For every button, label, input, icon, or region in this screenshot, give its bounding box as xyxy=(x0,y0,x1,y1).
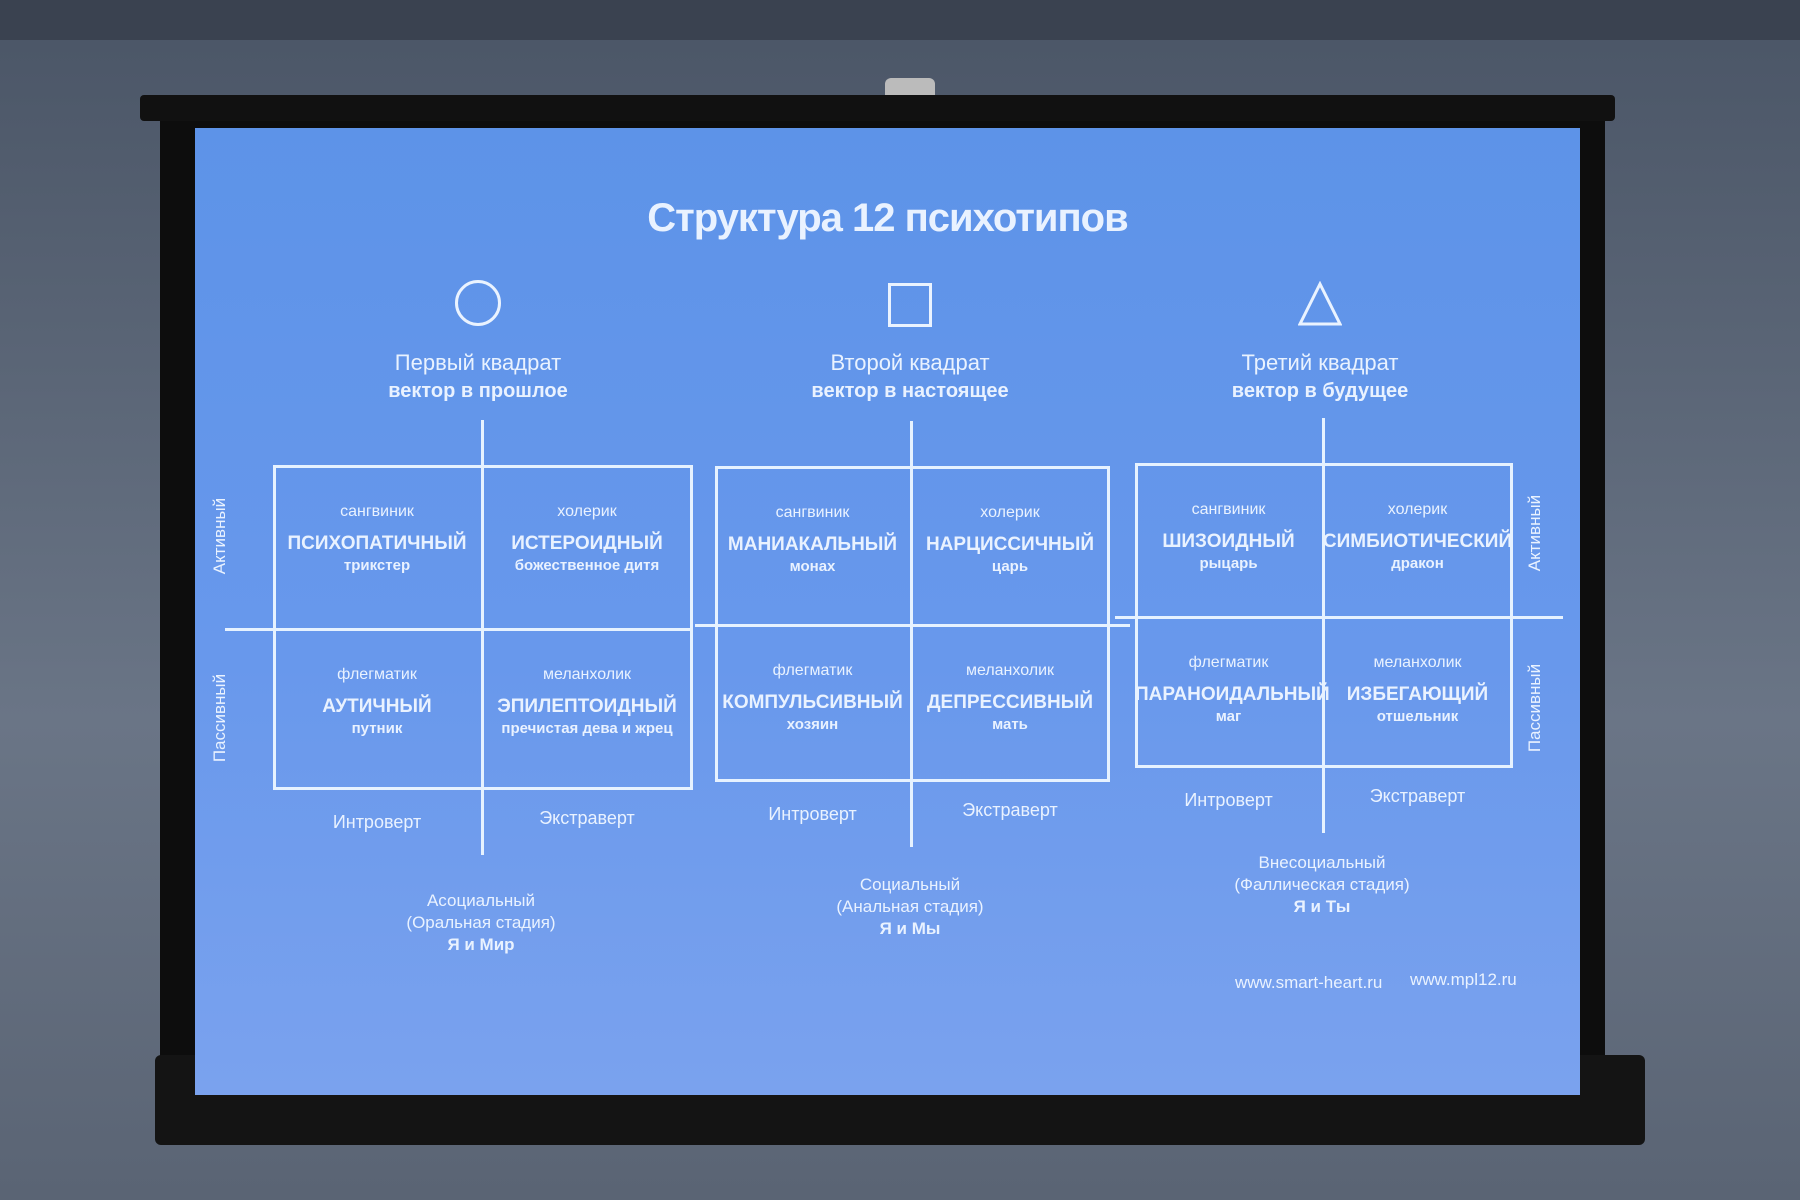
introvert-label: Интроверт xyxy=(1184,790,1273,810)
cell-temperament: сангвиник xyxy=(775,504,850,521)
active-label-left: Активный xyxy=(210,497,229,575)
cell-temperament: холерик xyxy=(1387,501,1448,518)
cell-role: отшельник xyxy=(1376,707,1459,725)
cell-type: ЭПИЛЕПТОИДНЫЙ xyxy=(497,695,677,717)
ceiling xyxy=(0,0,1800,40)
quadrant-vector: вектор в будущее xyxy=(1231,380,1409,402)
cell-temperament: меланхолик xyxy=(1373,653,1462,671)
vertical-axis-line xyxy=(1322,418,1325,833)
cell-temperament: флегматик xyxy=(772,662,853,679)
social-relation: Я и Ты xyxy=(1293,897,1351,916)
cell-temperament: меланхолик xyxy=(542,665,632,683)
cell-role: божественное дитя xyxy=(514,557,660,574)
cell-temperament: флегматик xyxy=(1188,653,1269,671)
social-group: Асоциальный (Оральная стадия) Я и Мир xyxy=(331,890,631,956)
circle-icon xyxy=(455,280,501,326)
cell-type: МАНИАКАЛЬНЫЙ xyxy=(727,534,898,555)
introvert-label: Интроверт xyxy=(332,812,422,832)
cell-type: ПСИХОПАТИЧНЫЙ xyxy=(287,533,467,554)
cell-role: трикстер xyxy=(343,557,411,574)
quadrant-vector: вектор в настоящее xyxy=(811,380,1009,402)
cell-temperament: сангвиник xyxy=(1191,501,1266,518)
passive-label-left: Пассивный xyxy=(210,673,229,763)
vertical-axis-line xyxy=(481,420,484,855)
active-label-right: Активный xyxy=(1525,494,1544,572)
cell-type: ШИЗОИДНЫЙ xyxy=(1162,531,1295,552)
social-stage: (Анальная стадия) xyxy=(836,897,984,916)
cell-type: ИСТЕРОИДНЫЙ xyxy=(511,533,663,554)
introvert-label: Интроверт xyxy=(768,804,857,824)
cell-type: ПАРАНОИДАЛЬНЫЙ xyxy=(1135,683,1330,705)
cell-role: монах xyxy=(789,558,836,575)
social-relation: Я и Мир xyxy=(447,935,515,954)
extravert-label: Экстраверт xyxy=(539,808,635,828)
social-group: Внесоциальный (Фаллическая стадия) Я и Ты xyxy=(1172,852,1472,918)
horizontal-axis-line xyxy=(1115,615,1563,619)
vertical-axis-line xyxy=(910,421,913,847)
slide: Структура 12 психотипов Первый квадрат ве… xyxy=(195,128,1580,1095)
cell-type: АУТИЧНЫЙ xyxy=(322,695,432,717)
link-smart-heart: www.smart-heart.ru xyxy=(1235,973,1383,992)
cell-role: маг xyxy=(1215,707,1242,725)
horizontal-axis-line xyxy=(695,624,1130,627)
triangle-icon xyxy=(1298,281,1342,326)
screen-housing-top xyxy=(140,95,1615,121)
extravert-label: Экстраверт xyxy=(1369,786,1466,806)
cell-role: мать xyxy=(992,716,1028,733)
social-social: Внесоциальный xyxy=(1258,853,1386,872)
cell-type: СИМБИОТИЧЕСКИЙ xyxy=(1322,531,1513,552)
cell-temperament: холерик xyxy=(557,503,617,520)
social-group: Социальный (Анальная стадия) Я и Мы xyxy=(760,874,1060,940)
slide-title: Структура 12 психотипов xyxy=(647,196,1128,240)
quadrant-name: Третий квадрат xyxy=(1241,350,1399,375)
social-social: Социальный xyxy=(859,875,961,894)
cell-type: ДЕПРЕССИВНЫЙ xyxy=(926,692,1093,713)
cell-role: пречистая дева и жрец xyxy=(501,719,673,737)
cell-temperament: холерик xyxy=(980,504,1040,521)
quadrant-name: Первый квадрат xyxy=(394,350,562,375)
cell-type: ИЗБЕГАЮЩИЙ xyxy=(1346,683,1489,705)
extravert-label: Экстраверт xyxy=(962,800,1058,820)
cell-temperament: сангвиник xyxy=(340,503,414,520)
social-social: Асоциальный xyxy=(426,891,536,910)
horizontal-axis-line xyxy=(225,627,693,631)
quadrant-vector: вектор в прошлое xyxy=(388,380,568,402)
cell-role: путник xyxy=(351,719,403,737)
link-mpl12: www.mpl12.ru xyxy=(1410,970,1517,989)
cell-type: НАРЦИССИЧНЫЙ xyxy=(925,534,1095,555)
cell-role: царь xyxy=(991,558,1029,575)
social-stage: (Фаллическая стадия) xyxy=(1234,875,1410,894)
quadrant-name: Второй квадрат xyxy=(830,350,990,375)
cell-role: дракон xyxy=(1391,555,1444,572)
social-stage: (Оральная стадия) xyxy=(406,913,556,932)
cell-role: хозяин xyxy=(786,716,839,733)
cell-temperament: меланхолик xyxy=(965,662,1055,679)
cell-temperament: флегматик xyxy=(337,665,417,683)
cell-role: рыцарь xyxy=(1199,555,1258,572)
passive-label-right: Пассивный xyxy=(1525,663,1544,753)
cell-type: КОМПУЛЬСИВНЫЙ xyxy=(722,692,903,713)
square-icon xyxy=(888,283,932,327)
social-relation: Я и Мы xyxy=(879,919,941,938)
